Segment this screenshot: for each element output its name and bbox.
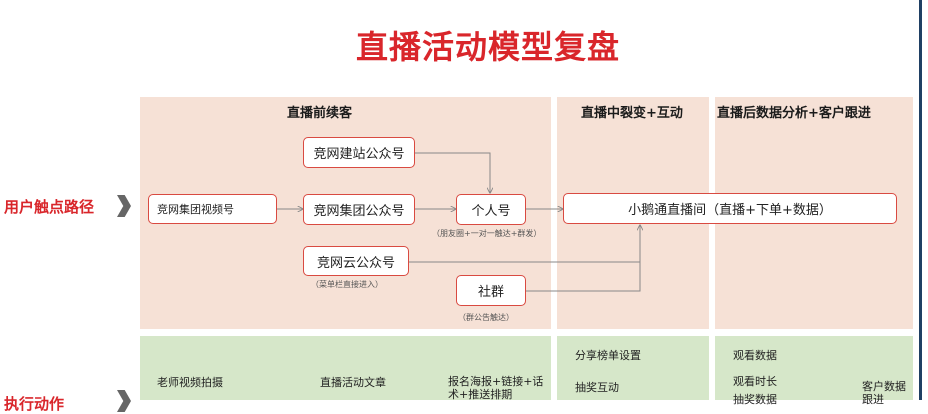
action-poster: 报名海报+链接+话术+推送排期 [448, 375, 544, 401]
column-heading-post: 直播后数据分析+客户跟进 [717, 106, 871, 121]
chevron-right-icon [117, 195, 131, 217]
node-live-room: 小鹅通直播间（直播+下单+数据） [563, 193, 897, 224]
node-group-official: 竞网集团公众号 [303, 194, 415, 225]
node-personal: 个人号 [456, 194, 526, 225]
pre-live-actions-panel [140, 336, 551, 400]
flow-connectors [277, 152, 928, 292]
note-community: （群公告触达） [458, 313, 514, 322]
action-live-article: 直播活动文章 [320, 376, 386, 389]
node-site-official: 竞网建站公众号 [303, 137, 415, 168]
arrow-community-to-live [526, 262, 641, 292]
during-live-actions-panel [557, 336, 709, 400]
post-live-actions-panel [715, 336, 913, 400]
right-edge-rule [919, 0, 922, 400]
row-label-touch-path: 用户触点路径 [4, 198, 95, 216]
action-customer-data: 客户数据跟进 [862, 380, 906, 406]
action-watch-data: 观看数据 [733, 349, 777, 362]
note-personal: （朋友圈+一对一触达+群发） [432, 229, 542, 238]
node-video-account: 竞网集团视频号 [148, 194, 277, 224]
arrow-site-to-personal [415, 152, 490, 193]
column-heading-during: 直播中裂变+互动 [581, 106, 683, 121]
action-teacher-video: 老师视频拍摄 [157, 376, 223, 389]
node-community: 社群 [456, 275, 526, 306]
column-heading-pre: 直播前续客 [287, 106, 353, 121]
note-cloud: （菜单栏直接进入） [311, 280, 383, 289]
action-watch-time: 观看时长 [733, 375, 777, 388]
action-share-rank: 分享榜单设置 [575, 349, 641, 362]
node-cloud-official: 竞网云公众号 [303, 246, 409, 276]
action-lottery: 抽奖互动 [575, 381, 619, 394]
page-title: 直播活动模型复盘 [355, 28, 620, 66]
